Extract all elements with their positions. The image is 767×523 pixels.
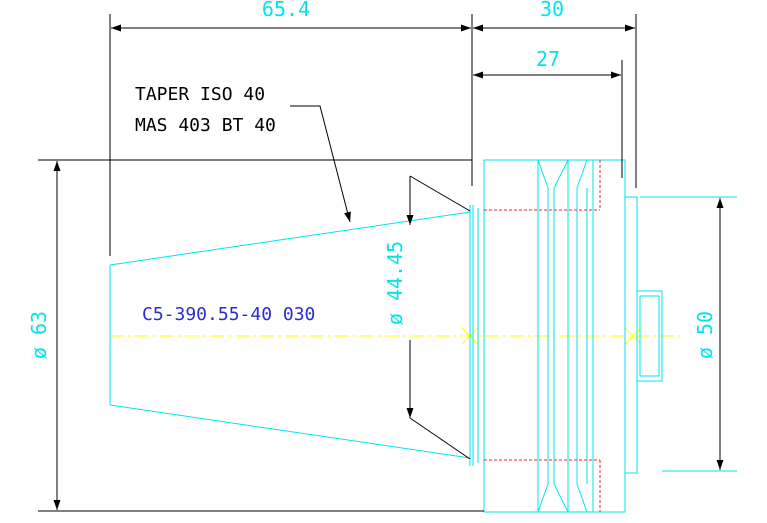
part-outline [109, 159, 737, 513]
dim-44-ext-upper [409, 175, 471, 212]
dim-dia-44-45-label: ø 44.45 [383, 241, 407, 325]
dim-44-ext-lower [409, 417, 471, 460]
retention-knob [636, 290, 663, 382]
extension-lines [38, 14, 637, 512]
taper-note-leader [290, 105, 351, 223]
part-number-label: C5-390.55-40 030 [142, 304, 315, 325]
hidden-lines [484, 160, 601, 512]
centerline-cross-right [624, 327, 642, 345]
dim-30-label: 30 [540, 0, 564, 21]
dimension-lines [53, 24, 724, 510]
taper-note-line2: MAS 403 BT 40 [135, 115, 276, 136]
taper-note-line1: TAPER ISO 40 [135, 84, 265, 105]
pilot-step [624, 196, 638, 474]
dim-dia-63-label: ø 63 [27, 311, 51, 359]
dim-65-4-label: 65.4 [262, 0, 310, 21]
dim-dia-50-label: ø 50 [693, 311, 717, 359]
dim-27-label: 27 [536, 47, 560, 71]
taper-cone [109, 211, 471, 459]
